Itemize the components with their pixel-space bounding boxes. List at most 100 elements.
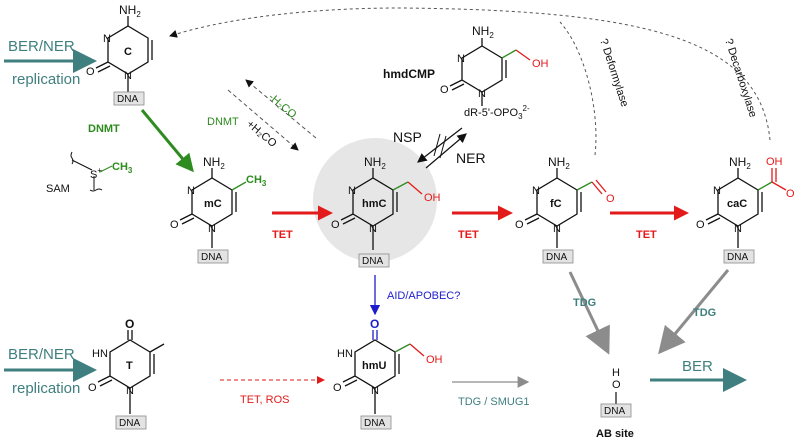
hmc-n1: N xyxy=(369,223,377,235)
cac-n3: N xyxy=(713,185,721,197)
cytosine-n3: N xyxy=(103,33,111,45)
h2co-dashed-arrow xyxy=(245,79,317,139)
hmc-nh2: NH2 xyxy=(364,155,386,171)
cac-dna-label: DNA xyxy=(727,252,748,263)
ber-ner-label: BER/NER xyxy=(8,38,75,55)
mc-dna-box xyxy=(197,249,229,264)
fc-n1: N xyxy=(553,223,561,235)
mc-o: O xyxy=(170,219,179,231)
ab-site-dna-label: DNA xyxy=(604,406,625,417)
nsp-label: NSP xyxy=(393,129,422,145)
cytosine-base-label: C xyxy=(124,46,132,58)
cytosine-nh2: NH2 xyxy=(119,3,141,19)
ab-site-dna-box xyxy=(600,403,632,418)
ab-site-label: AB site xyxy=(596,428,634,440)
cytosine-n1: N xyxy=(124,70,132,82)
hmc-n3: N xyxy=(348,185,356,197)
cac-nh2: NH2 xyxy=(729,155,751,171)
tet-ros-label: TET, ROS xyxy=(240,394,290,406)
aid-apobec-label: AID/APOBEC? xyxy=(387,290,460,302)
cytosine-dna-label: DNA xyxy=(117,94,138,105)
ber-ner-label-bottom: BER/NER xyxy=(8,346,75,363)
cac-o-red: O xyxy=(786,188,795,200)
cytosine-o: O xyxy=(86,66,95,78)
tdg-smug1-label: TDG / SMUG1 xyxy=(458,396,530,408)
fc-n3: N xyxy=(532,185,540,197)
fc-molecule xyxy=(524,168,607,248)
hmdcmp-sugar-label: dR-5'-OPO32- xyxy=(464,104,530,121)
tet-label-2: TET xyxy=(458,229,479,241)
hmu-dna-label: DNA xyxy=(364,418,385,429)
hmu-o: O xyxy=(333,382,342,394)
dnmt-green-label: DNMT xyxy=(88,123,120,135)
thymine-o-top: O xyxy=(125,317,134,331)
tdg-label-1: TDG xyxy=(573,297,596,309)
hmdcmp-o: O xyxy=(440,84,449,96)
mc-molecule xyxy=(179,168,247,248)
hmc-dna-box xyxy=(358,253,390,268)
mc-nh2: NH2 xyxy=(203,155,225,171)
hmdcmp-nh2: NH2 xyxy=(472,24,494,40)
fc-dna-box xyxy=(542,249,574,264)
hmdcmp-n1: N xyxy=(478,88,486,100)
thymine-hn: HN xyxy=(92,348,108,360)
nsp-block-2 xyxy=(439,135,447,159)
hmc-base-label: hmC xyxy=(362,198,387,210)
thymine-dna-box xyxy=(115,415,147,430)
thymine-dna-label: DNA xyxy=(119,418,140,429)
mc-n3: N xyxy=(187,185,195,197)
cac-base-label: caC xyxy=(727,198,747,210)
decarboxylase-label: ? Decarboxylase xyxy=(722,37,759,119)
dnmt-dashed-arrow xyxy=(227,89,299,151)
hmu-oh: OH xyxy=(426,354,443,366)
sam-ch3-label: CH3 xyxy=(112,161,133,175)
thymine-molecule xyxy=(97,330,165,414)
cac-n1: N xyxy=(734,223,742,235)
h2co-plus-label: +H₂CO xyxy=(244,118,279,150)
replication-label-bottom: replication xyxy=(12,380,80,397)
fc-base-label: fC xyxy=(550,198,562,210)
hmdcmp-n3: N xyxy=(457,53,465,65)
mc-n1: N xyxy=(208,223,216,235)
replication-label: replication xyxy=(12,71,80,88)
ber-label: BER xyxy=(682,358,713,375)
tdg-arrow-fc xyxy=(568,271,610,355)
tdg-arrow-cac xyxy=(658,269,730,355)
dnmt-arrow xyxy=(140,109,194,173)
tdg-label-2: TDG xyxy=(693,307,716,319)
fc-nh2: NH2 xyxy=(548,155,570,171)
sam-label: SAM xyxy=(46,183,70,195)
hmu-molecule xyxy=(342,330,425,414)
nsp-block-1 xyxy=(433,133,441,157)
hmdcmp-molecule xyxy=(449,38,531,106)
hmc-molecule xyxy=(340,168,423,250)
hmc-highlight-circle xyxy=(313,138,437,262)
h2co-minus-label: -H₂CO xyxy=(266,91,299,121)
ner-label: NER xyxy=(456,150,486,166)
sam-structure xyxy=(70,151,113,192)
hmc-dna-label: DNA xyxy=(362,256,383,267)
hmu-base-label: hmU xyxy=(362,360,387,372)
ab-site-oh-h: H xyxy=(612,367,620,379)
cac-dna-box xyxy=(723,249,755,264)
hmu-o-top: O xyxy=(370,317,379,331)
cac-o: O xyxy=(696,219,705,231)
hmc-oh: OH xyxy=(424,192,441,204)
cytosine-dna-box xyxy=(113,91,145,106)
thymine-base-label: T xyxy=(126,360,133,372)
return-arc-to-c xyxy=(169,7,771,141)
mc-ch3: CH3 xyxy=(246,174,267,188)
thymine-o: O xyxy=(88,382,97,394)
fc-dna-label: DNA xyxy=(546,252,567,263)
fc-o-red: O xyxy=(606,193,615,205)
tet-label-1: TET xyxy=(272,229,293,241)
nsp-arrow xyxy=(417,127,463,163)
hmdcmp-oh: OH xyxy=(532,58,549,70)
ab-site-oh-o: O xyxy=(612,379,621,391)
deformylase-label: ? Deformylase xyxy=(597,37,630,108)
hmdcmp-title: hmdCMP xyxy=(383,67,435,81)
ner-arrow xyxy=(425,133,467,169)
cytosine-molecule xyxy=(95,16,153,92)
deformylase-dash xyxy=(559,21,597,156)
